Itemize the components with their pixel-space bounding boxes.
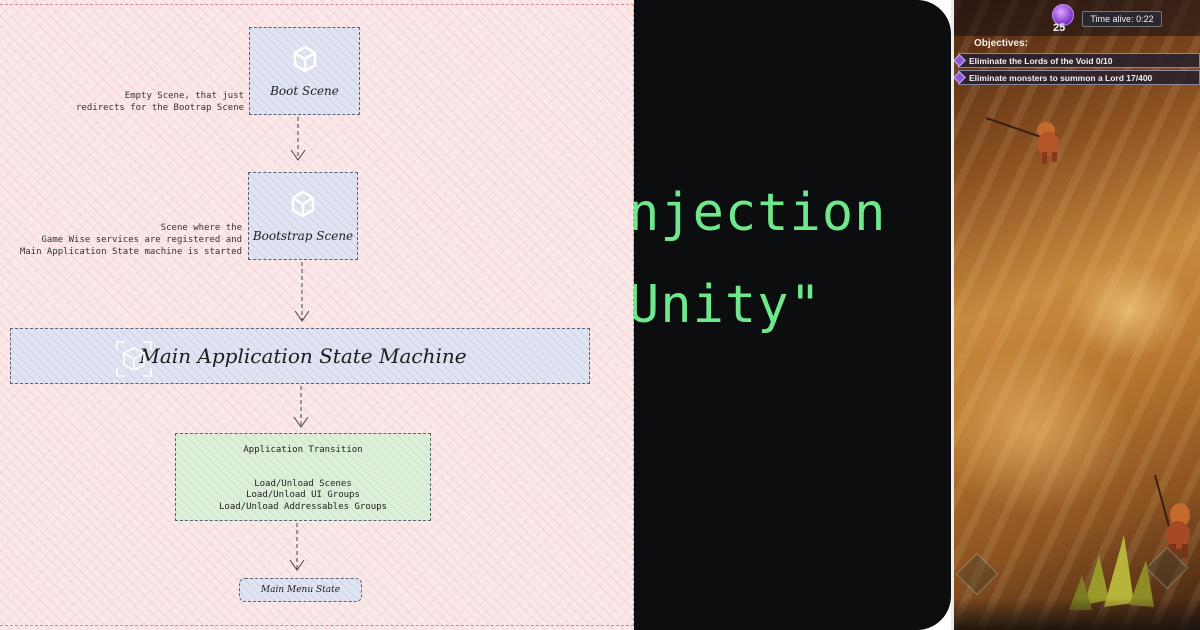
boot-scene-title: Boot Scene xyxy=(270,84,339,98)
bootstrap-scene-node[interactable]: Bootstrap Scene xyxy=(248,172,358,260)
purple-gem-icon xyxy=(1052,4,1074,26)
diagram-frame xyxy=(0,4,634,626)
arrow-state-machine-to-transition xyxy=(293,386,309,428)
unity-logo-icon xyxy=(291,190,315,218)
arrow-bootstrap-to-state-machine xyxy=(294,262,310,322)
architecture-diagram: Empty Scene, that just redirects for the… xyxy=(0,0,634,630)
time-alive: Time alive: 0:22 xyxy=(1082,11,1162,27)
application-transition-title: Application Transition xyxy=(243,445,363,455)
main-state-machine-title: Main Application State Machine xyxy=(139,344,467,368)
warrior-character-icon xyxy=(1154,474,1190,558)
bootstrap-scene-note: Scene where the Game Wise services are r… xyxy=(19,223,242,257)
arrow-transition-to-main-menu xyxy=(289,523,305,571)
arrow-boot-to-bootstrap xyxy=(290,117,306,161)
gem-count: 25 xyxy=(1053,22,1066,34)
objective-text: Eliminate monsters to summon a Lord 17/4… xyxy=(969,72,1153,83)
warrior-character-icon xyxy=(985,117,1059,164)
boot-scene-note: Empty Scene, that just redirects for the… xyxy=(76,91,244,113)
main-state-machine-node[interactable]: Main Application State Machine xyxy=(10,328,590,384)
objectives-label: Objectives: xyxy=(974,38,1028,49)
objective-text: Eliminate the Lords of the Void 0/10 xyxy=(969,55,1113,66)
objective-item: Eliminate the Lords of the Void 0/10 xyxy=(954,53,1200,68)
game-screenshot-frame: 25 Time alive: 0:22 Objectives: Eliminat… xyxy=(951,0,1200,630)
foliage-icon xyxy=(1069,535,1154,610)
transition-item-scenes: Load/Unload Scenes xyxy=(254,478,352,489)
code-title-line-1: njection xyxy=(634,183,887,243)
main-menu-state-title: Main Menu State xyxy=(260,585,341,595)
hud-bottom-bar xyxy=(954,598,1200,630)
cube-icon xyxy=(116,341,152,377)
transition-item-ui-groups: Load/Unload UI Groups xyxy=(246,490,360,500)
objective-item: Eliminate monsters to summon a Lord 17/4… xyxy=(954,70,1200,85)
code-title-panel: njection Unity" xyxy=(634,0,951,630)
light-streaks xyxy=(954,0,1200,630)
application-transition-node[interactable]: Application Transition Load/Unload Scene… xyxy=(175,433,431,521)
unity-logo-icon xyxy=(293,45,316,73)
hud-top-bar xyxy=(954,0,1200,36)
boot-scene-node[interactable]: Boot Scene xyxy=(249,27,360,115)
main-menu-state-node[interactable]: Main Menu State xyxy=(239,578,362,602)
bootstrap-scene-title: Bootstrap Scene xyxy=(252,229,354,243)
transition-item-addressables: Load/Unload Addressables Groups xyxy=(219,501,387,512)
code-title-line-2: Unity" xyxy=(634,275,822,335)
game-screenshot: 25 Time alive: 0:22 Objectives: Eliminat… xyxy=(954,0,1200,630)
